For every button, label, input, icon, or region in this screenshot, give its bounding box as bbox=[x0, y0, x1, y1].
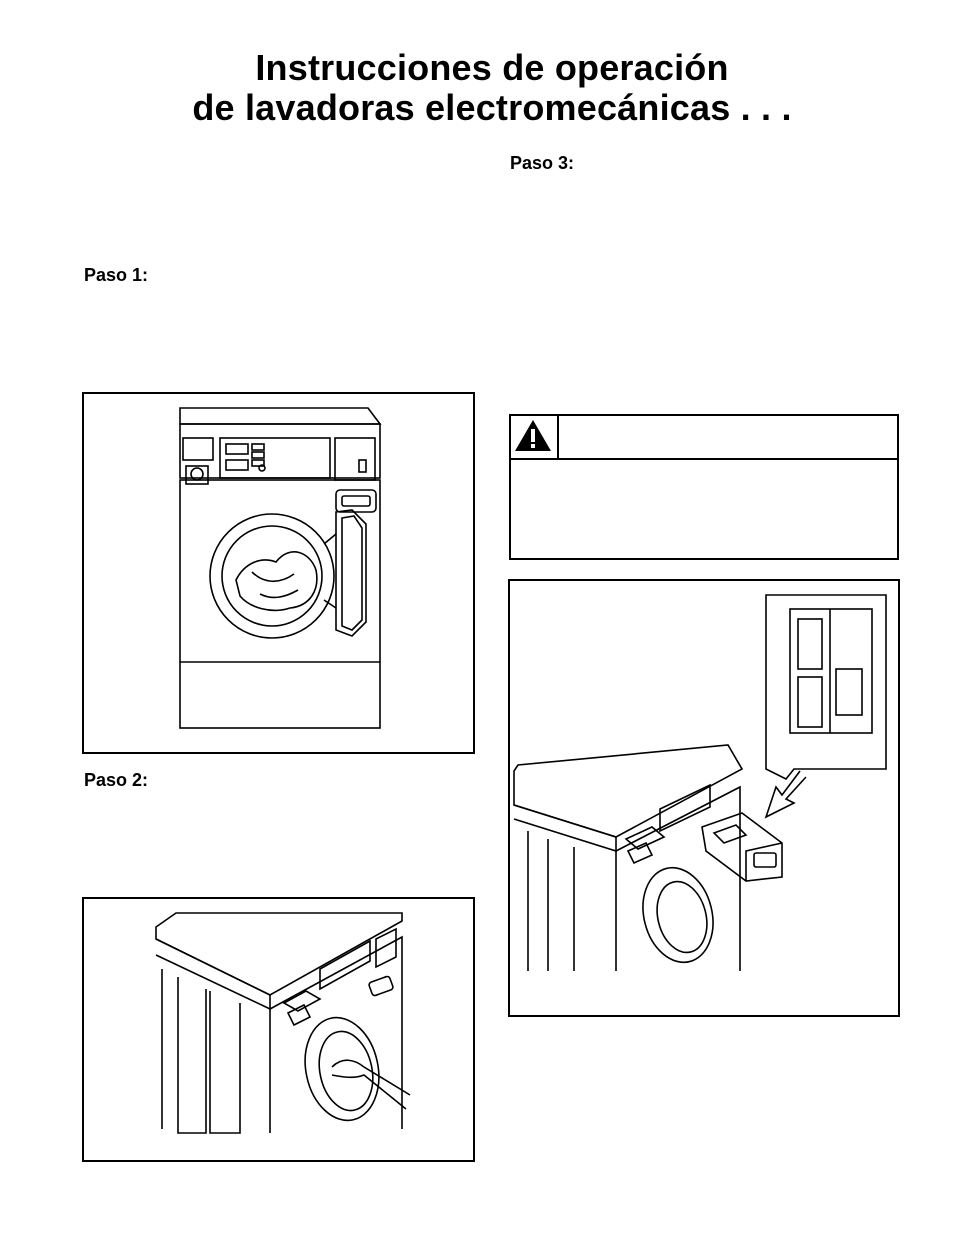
warning-triangle-icon bbox=[511, 416, 559, 458]
step-2-heading: Paso 2: bbox=[84, 770, 149, 790]
title-line-1: Instrucciones de operación bbox=[255, 47, 729, 88]
step-1-heading: Paso 1: bbox=[84, 265, 149, 285]
figure-dispenser-detail bbox=[508, 579, 900, 1017]
warning-header bbox=[511, 416, 897, 460]
warning-box bbox=[509, 414, 899, 560]
title-line-2: de lavadoras electromecánicas . . . bbox=[192, 87, 792, 128]
figure-washer-door-open bbox=[82, 392, 475, 754]
dispenser-illustration bbox=[513, 594, 887, 971]
step-3-heading: Paso 3: bbox=[510, 153, 575, 173]
washer-front-illustration bbox=[179, 407, 382, 729]
figure-closing-door bbox=[82, 897, 475, 1162]
page-title: Instrucciones de operación de lavadoras … bbox=[0, 48, 954, 128]
washer-angled-illustration bbox=[155, 912, 411, 1134]
